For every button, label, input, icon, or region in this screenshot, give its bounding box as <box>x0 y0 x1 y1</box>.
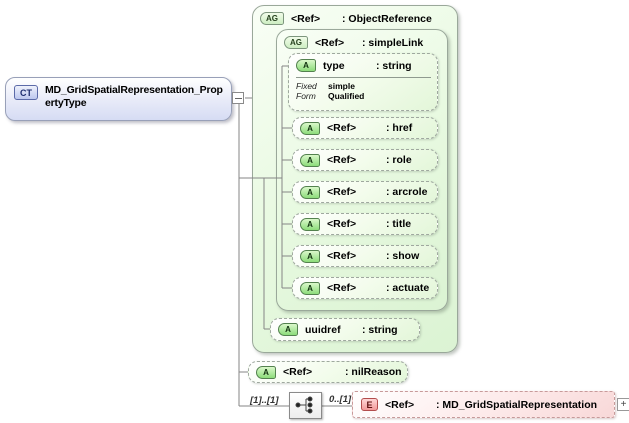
group-type: : ObjectReference <box>342 12 432 25</box>
attribute-name: <Ref> <box>327 282 357 294</box>
attribute-name: <Ref> <box>327 250 357 262</box>
attribute-nil-reason[interactable]: A <Ref> : nilReason <box>248 361 408 383</box>
complex-type-box[interactable]: CT MD_GridSpatialRepresentation_Property… <box>5 77 232 121</box>
element-icon: E <box>361 398 378 411</box>
element-name: <Ref> <box>385 398 415 411</box>
facet-value: simple <box>328 81 355 91</box>
attribute-type[interactable]: A type : string Fixed simple Form Qualif… <box>288 53 438 111</box>
attribute-icon: A <box>300 185 320 199</box>
cardinality-label: 0..[1] <box>329 394 352 405</box>
complex-type-icon: CT <box>14 85 38 100</box>
element-md-grid-spatial-representation[interactable]: E <Ref> : MD_GridSpatialRepresentation <box>352 391 615 418</box>
sequence-glyph <box>295 396 313 414</box>
group-name: <Ref> <box>291 12 321 25</box>
attribute-icon: A <box>300 281 320 295</box>
attribute-show[interactable]: A <Ref> : show <box>292 245 438 267</box>
attribute-group-header: AG <Ref> : ObjectReference <box>253 6 457 25</box>
attribute-role[interactable]: A <Ref> : role <box>292 149 438 171</box>
attribute-name: type <box>323 59 345 72</box>
attribute-href[interactable]: A <Ref> : href <box>292 117 438 139</box>
cardinality-label: [1]..[1] <box>250 395 279 406</box>
facet-label: Form <box>296 91 316 101</box>
attribute-name: <Ref> <box>283 366 313 378</box>
attribute-name: uuidref <box>305 323 341 336</box>
attribute-type-label: : nilReason <box>345 366 402 378</box>
group-type: : simpleLink <box>362 36 424 49</box>
attribute-icon: A <box>278 323 298 336</box>
attribute-icon: A <box>300 249 320 263</box>
collapse-handle-icon[interactable] <box>232 92 244 104</box>
attribute-name: <Ref> <box>327 186 357 198</box>
complex-type-title: MD_GridSpatialRepresentation_PropertyTyp… <box>45 84 223 109</box>
attribute-group-icon: AG <box>260 12 284 25</box>
attribute-name: <Ref> <box>327 154 357 166</box>
attribute-icon: A <box>256 365 276 379</box>
attribute-type-label: : actuate <box>386 282 430 294</box>
attribute-icon: A <box>296 59 316 72</box>
attribute-type-label: : href <box>386 122 413 134</box>
facet-value: Qualified <box>328 91 365 101</box>
element-type-label: : MD_GridSpatialRepresentation <box>436 398 598 411</box>
attribute-arcrole[interactable]: A <Ref> : arcrole <box>292 181 438 203</box>
attribute-icon: A <box>300 153 320 167</box>
attribute-type-label: : role <box>386 154 412 166</box>
attribute-type-label: : string <box>362 323 398 336</box>
attribute-group-header: AG <Ref> : simpleLink <box>277 30 447 49</box>
attribute-uuidref[interactable]: A uuidref : string <box>270 318 420 341</box>
attribute-type-label: : title <box>386 218 412 230</box>
attribute-name: <Ref> <box>327 218 357 230</box>
attribute-name: <Ref> <box>327 122 357 134</box>
attribute-type-label: : show <box>386 250 420 262</box>
attribute-icon: A <box>300 217 320 231</box>
attribute-title[interactable]: A <Ref> : title <box>292 213 438 235</box>
group-name: <Ref> <box>315 36 345 49</box>
attribute-type-label: : string <box>376 59 412 72</box>
minus-glyph <box>235 98 242 99</box>
sequence-compositor-icon[interactable] <box>289 392 322 419</box>
attribute-icon: A <box>300 121 320 135</box>
attribute-type-label: : arcrole <box>386 186 428 198</box>
facet-label: Fixed <box>296 81 317 91</box>
facet-panel: Fixed simple Form Qualified <box>296 77 431 101</box>
attribute-group-icon: AG <box>284 36 308 49</box>
expand-icon[interactable]: + <box>617 398 629 411</box>
attribute-actuate[interactable]: A <Ref> : actuate <box>292 277 438 299</box>
